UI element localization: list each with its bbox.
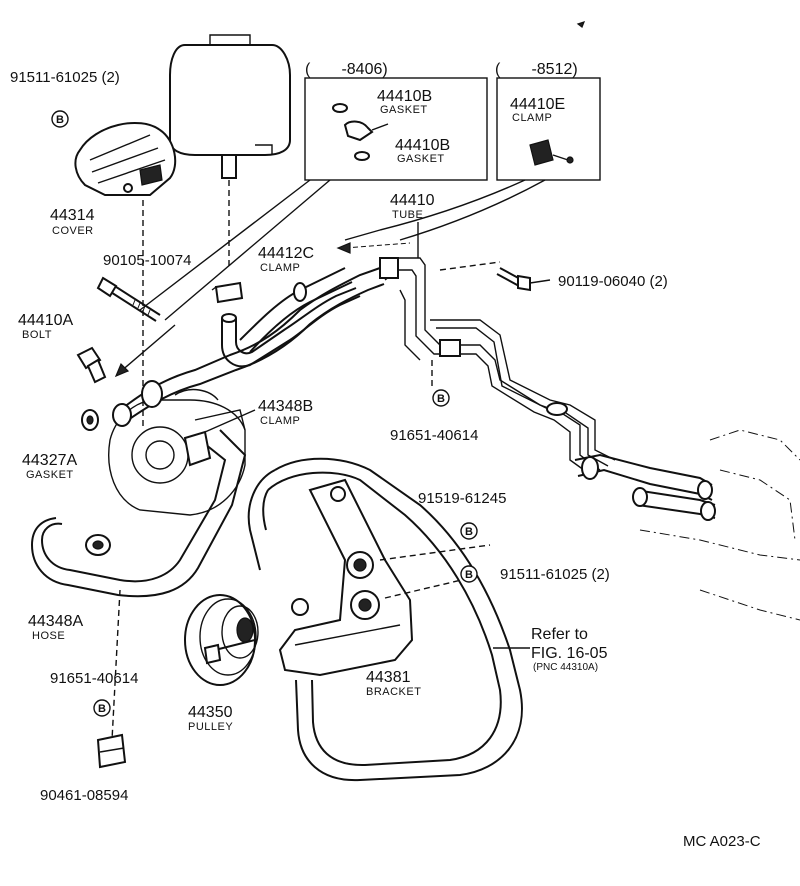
leader-90461 [111,589,121,741]
inset-8512-part1-number: 44410E [510,96,565,113]
svg-text:B: B [465,526,473,538]
reservoir-tank [169,34,291,179]
label-gasket: GASKET [26,469,74,481]
inset-8512-part1-name: CLAMP [512,112,552,124]
label-44381: 44381 [366,669,411,686]
label-91511-right: 91511-61025 (2) [500,566,610,583]
badge-b-3: B [432,389,450,407]
union-bolt-illustration [76,346,107,384]
leader-44348b [204,409,256,433]
label-90119: 90119-06040 (2) [558,273,668,290]
label-44410: 44410 [390,192,435,209]
inset-8512-leader [344,179,526,241]
small-mark [576,21,586,28]
label-44348a: 44348A [28,613,83,630]
pressure-hose [112,267,385,427]
label-tube: TUBE [392,209,423,221]
label-90461: 90461-08594 [40,787,128,804]
long-bolt-illustration [96,276,161,322]
badge-b-5: B [460,565,478,583]
inset-8406-leader-2 [164,179,331,321]
inset-8406-part1-name: GASKET [380,104,428,116]
bolt-90119-illustration [439,261,551,292]
inset-8406-leader [139,179,311,311]
pressure-tube [379,257,716,521]
svg-text:B: B [437,393,445,405]
direction-arrow-left [336,242,411,254]
inset-8406-part2-name: GASKET [397,153,445,165]
label-44350: 44350 [188,704,233,721]
label-hose: HOSE [32,630,65,642]
label-91651-left: 91651-40614 [50,670,138,687]
return-hose-upper [221,267,361,368]
inset-box-8406: ( -8406) 44410B GASKET 44410B GASKET [304,61,488,181]
label-bolt: BOLT [22,329,52,341]
clamp-44412c-illustration [211,281,244,304]
refer-text-line1: Refer to [531,626,588,643]
inset-8406-range: ( -8406) [305,61,388,78]
badge-b-4: B [460,522,478,540]
refer-text-line3: (PNC 44310A) [533,662,598,673]
inset-8512-leader-2 [399,179,546,241]
label-44348b: 44348B [258,398,313,415]
leader-91519 [379,544,491,561]
leader-bolt-to-pump [119,324,176,373]
inset-box-8512: ( -8512) 44410E CLAMP [495,61,601,181]
label-44314: 44314 [50,207,95,224]
label-91519: 91519-61245 [418,490,506,507]
label-91651-mid: 91651-40614 [390,427,478,444]
label-cover: COVER [52,225,94,237]
svg-text:B: B [98,703,106,715]
inset-8406-part1-number: 44410B [377,88,432,105]
drive-belt [247,457,523,782]
pulley-illustration [184,594,259,686]
bracket-illustration [278,478,414,677]
label-44410a: 44410A [18,312,73,329]
label-44327a: 44327A [22,452,77,469]
clamp-90461-illustration [96,733,127,769]
leader-91511-right [384,577,471,599]
label-91511-top: 91511-61025 (2) [10,69,120,86]
label-bracket: BRACKET [366,686,421,698]
badge-b-1: B [51,110,69,128]
return-hose-lower [30,429,247,598]
refer-text-line2: FIG. 16-05 [531,645,608,662]
label-44412c: 44412C [258,245,314,262]
label-90105: 90105-10074 [103,252,191,269]
steering-gear-illustration [639,429,800,621]
svg-text:B: B [465,569,473,581]
diagram-code: MC A023-C [683,833,761,850]
badge-b-2: B [93,699,111,717]
inset-8512-range: ( -8512) [495,61,578,78]
label-clamp-44412c: CLAMP [260,262,300,274]
inset-8406-part2-number: 44410B [395,137,450,154]
pump-cover-illustration [74,122,177,196]
svg-text:B: B [56,114,64,126]
gasket-illustration [81,409,99,431]
label-clamp-44348b: CLAMP [260,415,300,427]
label-pulley: PULLEY [188,721,233,733]
pump-body-illustration [108,388,246,516]
arrow-head [114,362,130,378]
